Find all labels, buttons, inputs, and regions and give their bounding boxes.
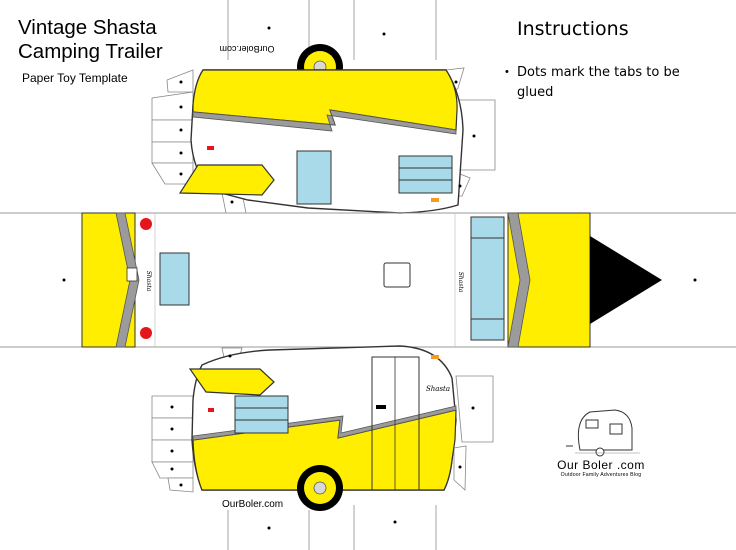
brand-tagline: Outdoor Family Adventures Blog — [560, 472, 642, 478]
instructions-heading: Instructions — [517, 18, 629, 40]
license-plate — [126, 267, 138, 282]
instructions-text: Dots mark the tabs to be glued — [517, 65, 680, 100]
roof-strip: Shasta Shasta — [0, 212, 736, 348]
window-bottom — [234, 395, 289, 434]
marker-light-orange-top — [431, 198, 439, 202]
marker-light-orange-bottom — [431, 355, 439, 359]
page-subtitle: Paper Toy Template — [22, 71, 128, 85]
instructions-bullet: • — [505, 66, 509, 78]
page-title-line-2: Camping Trailer — [18, 40, 163, 63]
page-title-line-1: Vintage Shasta — [18, 16, 157, 39]
roof-left-end — [81, 212, 140, 348]
brand-name: Our Boler .com — [557, 458, 645, 472]
shasta-script-front: Shasta — [457, 272, 464, 293]
marker-light-red-top — [207, 146, 214, 150]
fold-guides — [227, 0, 437, 550]
credit-bottom: OurBoler.com — [222, 499, 284, 510]
wheel-bottom — [297, 465, 343, 511]
glue-tabs-top-left — [151, 69, 194, 185]
roof-window-left — [159, 252, 190, 306]
shasta-script-roof: Shasta — [145, 271, 152, 292]
bottom-side-panel: Shasta — [151, 345, 494, 511]
marker-light-red-bottom — [208, 408, 214, 412]
entry-door — [371, 356, 420, 491]
awning-top — [178, 164, 275, 196]
yellow-panel-bottom — [192, 409, 457, 491]
light-red-lower — [140, 327, 152, 339]
window-top-right — [398, 155, 453, 194]
credit-top-mirrored: OurBoler.com — [219, 44, 274, 54]
window-top-left — [296, 150, 332, 205]
glue-tabs-bottom-right — [453, 375, 494, 491]
roof-window-right — [470, 216, 505, 341]
glue-tabs-bottom-left — [151, 395, 194, 493]
light-red-upper — [140, 218, 152, 230]
shasta-script-side: Shasta — [426, 385, 450, 393]
camper-trailer-icon — [566, 409, 640, 457]
glue-dots — [62, 26, 697, 530]
awning-bottom — [188, 368, 275, 396]
roof-right-end — [507, 212, 591, 348]
top-side-panel: OurBoler.com — [151, 44, 496, 214]
roof-vent — [383, 262, 411, 288]
stripe-top — [192, 109, 457, 135]
nose-triangle — [590, 236, 662, 324]
